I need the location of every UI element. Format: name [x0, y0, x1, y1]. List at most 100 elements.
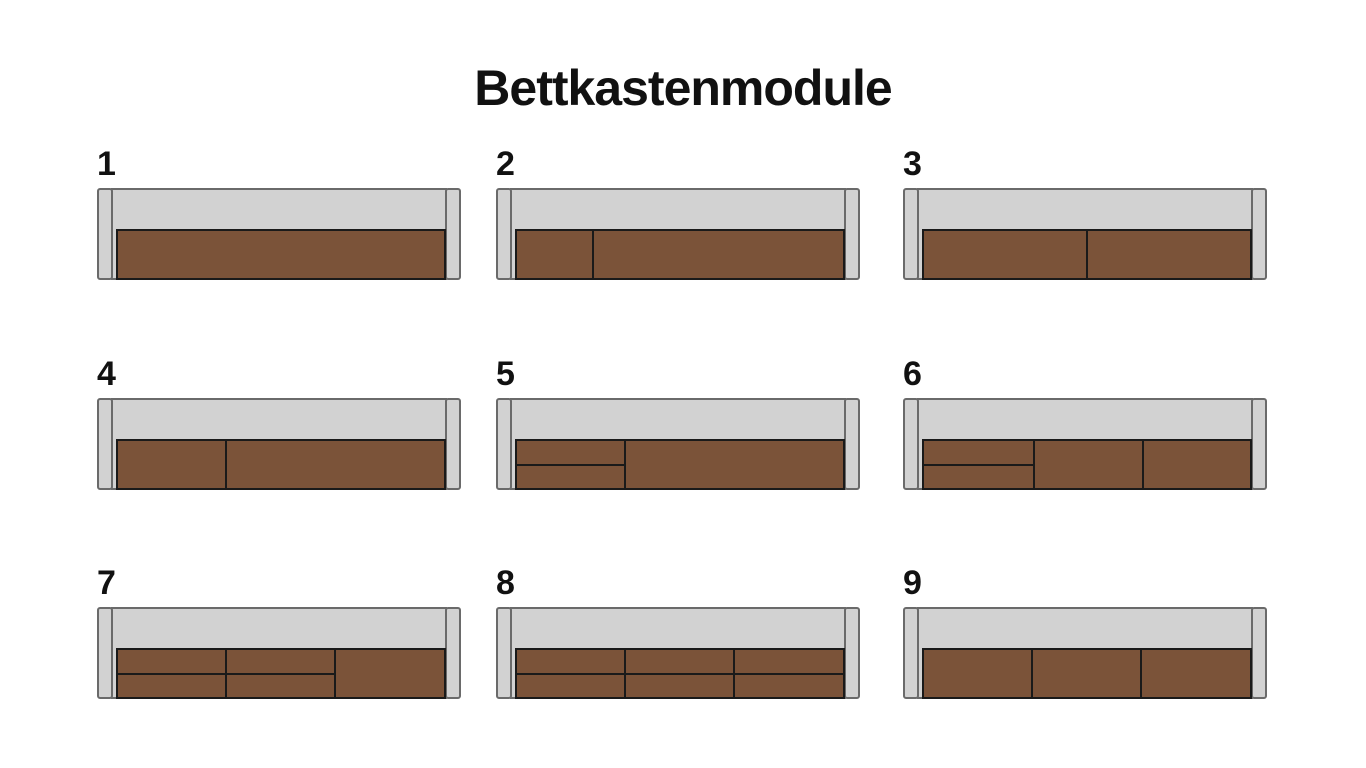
drawer-group — [515, 648, 845, 699]
drawer — [226, 441, 444, 488]
drawer — [924, 465, 1034, 488]
bed-module: 4 — [97, 356, 467, 526]
bed-post-left — [903, 188, 919, 280]
drawer-column — [118, 650, 228, 697]
module-number: 4 — [97, 355, 116, 393]
drawer — [735, 650, 843, 675]
bed-module: 5 — [496, 356, 866, 526]
drawer — [1143, 441, 1251, 488]
bed-post-right — [1251, 398, 1267, 490]
drawer — [924, 650, 1032, 697]
bed-module: 1 — [97, 146, 467, 316]
drawer — [517, 465, 624, 488]
drawer-group — [116, 229, 446, 280]
module-number: 5 — [496, 355, 515, 393]
module-number: 9 — [903, 564, 922, 602]
drawer — [336, 650, 444, 697]
drawer-column — [1033, 650, 1143, 697]
module-number: 6 — [903, 355, 922, 393]
drawer — [1033, 650, 1141, 697]
bed-frame — [97, 607, 467, 701]
drawer-column — [625, 441, 843, 488]
drawer-column — [1035, 441, 1144, 488]
bed-post-right — [445, 398, 461, 490]
drawer — [118, 441, 225, 488]
drawer-column — [517, 650, 627, 697]
drawer — [626, 650, 734, 675]
page-title: Bettkastenmodule — [474, 60, 892, 116]
drawer — [118, 650, 226, 675]
drawer — [924, 231, 1086, 278]
bed-frame — [496, 607, 866, 701]
module-number: 1 — [97, 145, 116, 183]
drawer — [517, 231, 592, 278]
drawer-group — [922, 229, 1252, 280]
drawer-column — [118, 441, 227, 488]
drawer-column — [1143, 441, 1251, 488]
bed-post-left — [97, 188, 113, 280]
drawer-column — [593, 231, 843, 278]
bed-post-left — [496, 188, 512, 280]
drawer-column — [735, 650, 843, 697]
drawer-column — [517, 441, 626, 488]
drawer — [118, 231, 444, 278]
bed-post-left — [97, 398, 113, 490]
bed-frame — [903, 607, 1273, 701]
drawer — [1088, 231, 1250, 278]
module-number: 7 — [97, 564, 116, 602]
module-number: 3 — [903, 145, 922, 183]
bed-post-right — [1251, 607, 1267, 699]
bed-frame — [903, 188, 1273, 282]
bed-post-right — [844, 398, 860, 490]
drawer-column — [227, 650, 337, 697]
bed-post-left — [496, 607, 512, 699]
drawer-column — [924, 441, 1036, 488]
bed-frame — [97, 398, 467, 492]
drawer-column — [1088, 231, 1250, 278]
drawer-column — [1142, 650, 1250, 697]
drawer-group — [922, 648, 1252, 699]
drawer — [626, 674, 734, 697]
bed-module: 9 — [903, 565, 1273, 735]
module-number: 2 — [496, 145, 515, 183]
bed-post-right — [445, 607, 461, 699]
drawer — [593, 231, 843, 278]
bed-post-left — [97, 607, 113, 699]
bed-post-left — [903, 398, 919, 490]
drawer — [118, 674, 226, 697]
drawer — [517, 441, 624, 466]
bed-post-right — [844, 607, 860, 699]
bed-module: 6 — [903, 356, 1273, 526]
drawer-column — [118, 231, 444, 278]
drawer — [227, 674, 335, 697]
module-number: 8 — [496, 564, 515, 602]
drawer-column — [336, 650, 444, 697]
drawer-group — [515, 229, 845, 280]
drawer — [1035, 441, 1142, 488]
bed-module: 8 — [496, 565, 866, 735]
drawer — [1142, 650, 1250, 697]
drawer — [735, 674, 843, 697]
bed-frame — [97, 188, 467, 282]
bed-module: 7 — [97, 565, 467, 735]
bed-post-right — [1251, 188, 1267, 280]
bed-post-right — [445, 188, 461, 280]
drawer — [517, 650, 625, 675]
bed-frame — [903, 398, 1273, 492]
bed-frame — [496, 188, 866, 282]
drawer-group — [116, 648, 446, 699]
bed-frame — [496, 398, 866, 492]
bed-module: 2 — [496, 146, 866, 316]
bed-post-left — [903, 607, 919, 699]
drawer — [517, 674, 625, 697]
drawer-group — [515, 439, 845, 490]
bed-post-left — [496, 398, 512, 490]
drawer-column — [924, 650, 1034, 697]
drawer-group — [116, 439, 446, 490]
bed-module: 3 — [903, 146, 1273, 316]
drawer-group — [922, 439, 1252, 490]
drawer — [625, 441, 843, 488]
bed-post-right — [844, 188, 860, 280]
drawer — [924, 441, 1034, 466]
drawer-column — [226, 441, 444, 488]
